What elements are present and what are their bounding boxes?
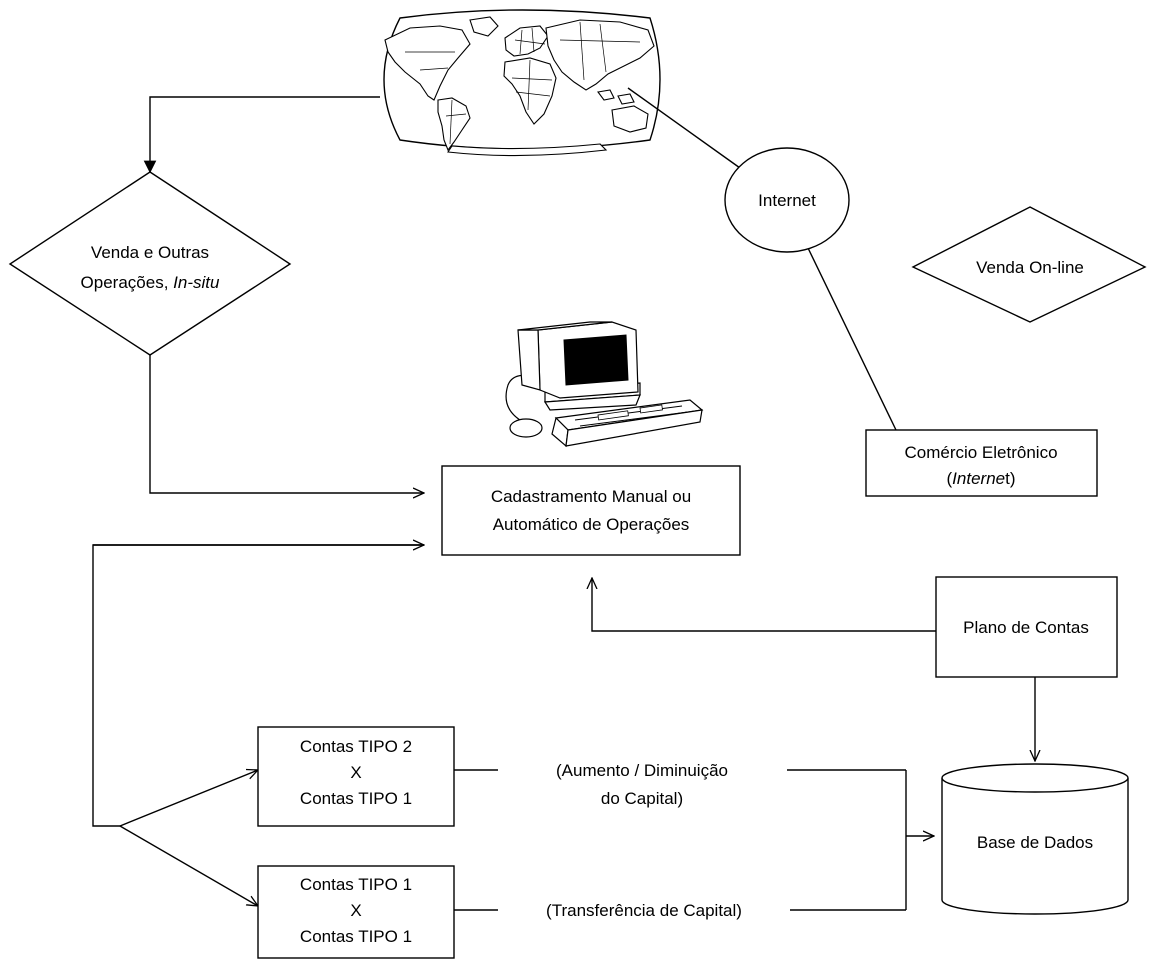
cadastramento-line1: Cadastramento Manual ou xyxy=(491,487,691,506)
plano-de-contas-node: Plano de Contas xyxy=(935,576,1118,678)
venda-insitu-node: Venda e Outras Operações, In-situ xyxy=(8,171,292,356)
contas-tipo1-x-tipo1-node: Contas TIPO 1 X Contas TIPO 1 xyxy=(257,865,455,959)
arrow-venda-to-cadastro xyxy=(149,355,424,493)
comercio-line1: Comércio Eletrônico xyxy=(904,443,1057,462)
cadastramento-node: Cadastramento Manual ou Automático de Op… xyxy=(441,465,741,556)
base-label: Base de Dados xyxy=(977,833,1093,852)
cadastramento-line2: Automático de Operações xyxy=(493,515,690,534)
contas-b-line3: Contas TIPO 1 xyxy=(300,927,412,946)
contas-tipo2-x-tipo1-node: Contas TIPO 2 X Contas TIPO 1 xyxy=(257,726,455,827)
contas-a-line1: Contas TIPO 2 xyxy=(300,737,412,756)
arrow-to-contas-a xyxy=(119,770,258,827)
comercio-line2: (Internet) xyxy=(947,469,1016,488)
internet-node: Internet xyxy=(724,147,850,253)
contas-a-line2: X xyxy=(350,763,361,782)
plano-label: Plano de Contas xyxy=(963,618,1089,637)
transferencia-label: (Transferência de Capital) xyxy=(546,901,742,920)
world-map-icon xyxy=(383,9,661,157)
contas-b-line1: Contas TIPO 1 xyxy=(300,875,412,894)
line-globe-internet xyxy=(627,87,741,169)
contas-a-line3: Contas TIPO 1 xyxy=(300,789,412,808)
arrow-globe-to-venda xyxy=(143,96,380,174)
aumento-label-line1: (Aumento / Diminuição xyxy=(556,761,728,780)
contas-b-line2: X xyxy=(350,901,361,920)
venda-insitu-line2: Operações, In-situ xyxy=(81,273,220,292)
venda-online-node: Venda On-line xyxy=(911,206,1147,323)
base-de-dados-node: Base de Dados xyxy=(941,763,1129,915)
arrow-plano-to-cadastro xyxy=(592,578,936,632)
arrow-to-contas-b xyxy=(119,825,258,906)
line-internet-comercio xyxy=(807,247,897,431)
computer-icon xyxy=(505,321,704,448)
internet-label: Internet xyxy=(758,191,816,210)
aumento-label-line2: do Capital) xyxy=(601,789,683,808)
comercio-eletronico-node: Comércio Eletrônico (Internet) xyxy=(865,429,1098,497)
venda-online-label: Venda On-line xyxy=(976,258,1084,277)
venda-insitu-line1: Venda e Outras xyxy=(91,243,209,262)
